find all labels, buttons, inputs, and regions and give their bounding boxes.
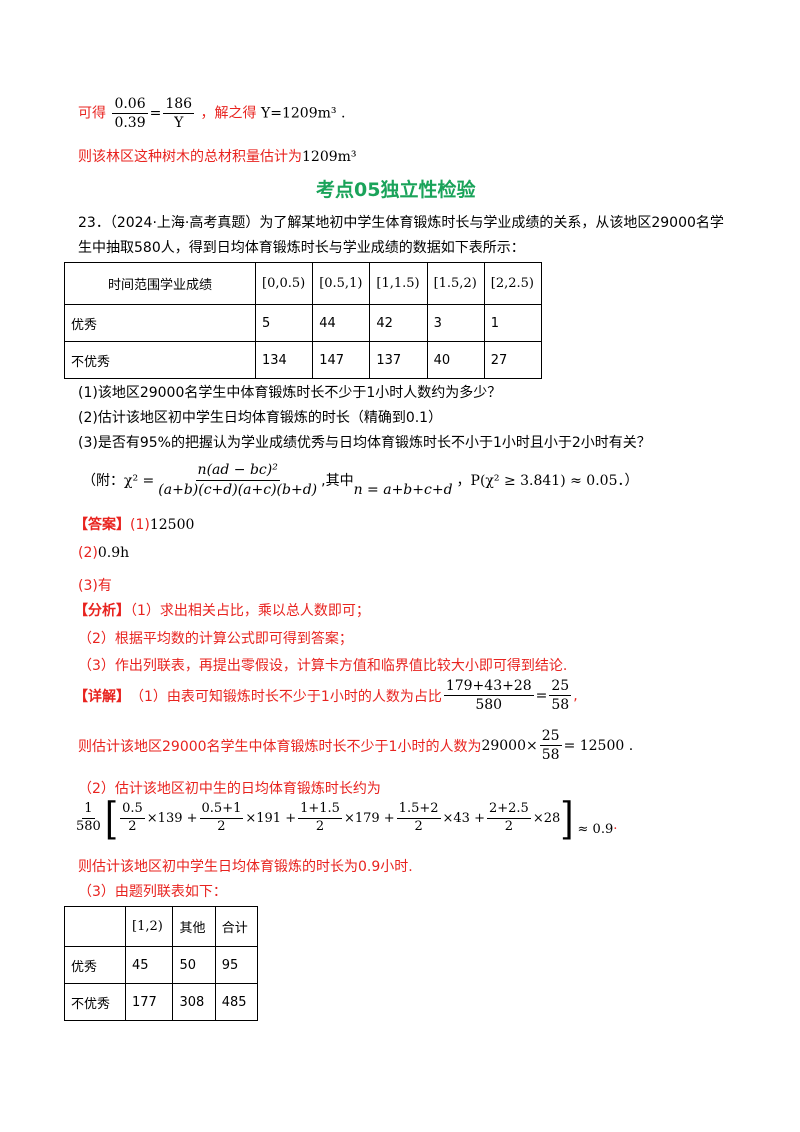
- count-fraction: 25 58: [539, 728, 562, 764]
- row-label: 优秀: [64, 946, 126, 984]
- formula-mid: ,其中: [321, 473, 354, 489]
- table-cell: 485: [214, 983, 259, 1021]
- mean-approx: ≈ 0.9: [577, 822, 614, 837]
- answer-line-1: 【答案】(1)12500: [74, 517, 195, 533]
- analysis-label: 【分析】: [74, 603, 130, 619]
- table-cell: 50: [172, 946, 216, 984]
- intro-line-1: 可得 0.06 0.39 = 186 Y ，解之得 Y=1209m³ .: [78, 96, 346, 132]
- section-title: 考点05独立性检验: [316, 179, 476, 201]
- question-2: (2)估计该地区初中学生日均体育锻炼的时长（精确到0.1）: [78, 410, 443, 426]
- table-header-row: [1,2) 其他 合计: [64, 906, 259, 947]
- table-header-cell: 合计: [214, 906, 259, 947]
- problem-line-1: 23．（2024·上海·高考真题）为了解某地初中学生体育锻炼时长与学业成绩的关系…: [78, 215, 724, 231]
- row-label: 不优秀: [64, 983, 126, 1021]
- table-cell: 42: [369, 304, 428, 342]
- table-cell: 147: [312, 341, 371, 379]
- table-cell: 134: [254, 341, 314, 379]
- table-cell: 44: [312, 304, 371, 342]
- table-row: 不优秀 177 308 485: [64, 983, 259, 1021]
- question-1: (1)该地区29000名学生中体育锻炼时长不少于1小时人数约为多少？: [78, 385, 502, 401]
- intro-prefix: 可得: [78, 105, 106, 122]
- table-row: 优秀 5 44 42 3 1: [64, 304, 543, 342]
- intro-fraction-a: 0.06 0.39: [112, 96, 148, 132]
- table-header-cell: [1.5,2): [426, 262, 485, 305]
- mean-lead-fraction: 1 580: [76, 801, 101, 834]
- table-row: 优秀 45 50 95: [64, 946, 259, 984]
- answer-label: 【答案】: [74, 517, 130, 533]
- table-cell: 95: [214, 946, 259, 984]
- table-header-cell: [0.5,1): [312, 262, 371, 305]
- table-header-cell: [2,2.5): [483, 262, 543, 305]
- table-header-cell: [0,0.5): [254, 262, 314, 305]
- detail-line-3: （2）估计该地区初中生的日均体育锻炼时长约为: [78, 781, 381, 797]
- intro-mid: ，解之得: [200, 105, 257, 122]
- ratio-fraction: 179+43+28 580: [443, 678, 534, 714]
- table-header-cell: [1,1.5): [369, 262, 428, 305]
- detail-line-2: 则估计该地区29000名学生中体育锻炼时长不少于1小时的人数为 29000× 2…: [78, 728, 634, 764]
- table-cell: 177: [124, 983, 174, 1021]
- contingency-table: [1,2) 其他 合计 优秀 45 50 95 不优秀 177 308 485: [64, 906, 259, 1021]
- table-cell: 45: [124, 946, 174, 984]
- table-cell: 5: [254, 304, 314, 342]
- answer-line-2: (2)0.9h: [78, 545, 130, 561]
- detail-line-5: （3）由题列联表如下：: [78, 884, 227, 900]
- detail-label: 【详解】: [74, 688, 130, 705]
- table-cell: 40: [426, 341, 485, 379]
- data-table: 时间范围学业成绩 [0,0.5) [0.5,1) [1,1.5) [1.5,2)…: [64, 262, 543, 379]
- question-3: (3)是否有95%的把握认为学业成绩优秀与日均体育锻炼时长不小于1小时且小于2小…: [78, 435, 651, 451]
- n-definition: n = a+b+c+d: [353, 482, 453, 498]
- prob-statement: ，P(χ² ≥ 3.841) ≈ 0.05．）: [456, 473, 639, 489]
- intro-fraction-b: 186 Y: [163, 96, 195, 132]
- formula-line: （附：χ² = n(ad − bc)² (a+b)(c+d)(a+c)(b+d)…: [82, 462, 638, 498]
- chi-square-fraction: n(ad − bc)² (a+b)(c+d)(a+c)(b+d): [158, 462, 318, 498]
- row-label: 优秀: [64, 304, 256, 342]
- intro-result: Y=1209m³ .: [261, 105, 346, 122]
- table-cell: 308: [172, 983, 216, 1021]
- table-row: 不优秀 134 147 137 40 27: [64, 341, 543, 379]
- detail-line-4: 则估计该地区初中学生日均体育锻炼的时长为0.9小时.: [78, 859, 413, 875]
- table-cell: 1: [483, 304, 543, 342]
- answer-line-3: (3)有: [78, 578, 112, 594]
- answer-1: 12500: [149, 517, 195, 533]
- table-header-cell: 时间范围学业成绩: [64, 262, 256, 305]
- intro-line-2: 则该林区这种树木的总材积量估计为1209m³: [78, 149, 357, 165]
- table-cell: 27: [483, 341, 543, 379]
- formula-prefix: （附：χ² =: [82, 473, 155, 489]
- answer-2: 0.9h: [97, 545, 130, 561]
- detail-line-1: 【详解】 （1）由表可知锻炼时长不少于1小时的人数为占比 179+43+28 5…: [74, 678, 578, 714]
- table-header-row: 时间范围学业成绩 [0,0.5) [0.5,1) [1,1.5) [1.5,2)…: [64, 262, 543, 305]
- analysis-line-2: （2）根据平均数的计算公式即可得到答案；: [78, 631, 353, 647]
- analysis-line-3: （3）作出列联表，再提出零假设，计算卡方值和临界值比较大小即可得到结论.: [78, 658, 568, 674]
- table-header-cell: [1,2): [124, 906, 174, 947]
- table-cell: 137: [369, 341, 428, 379]
- ratio-fraction-simplified: 25 58: [549, 678, 572, 714]
- analysis-line-1: 【分析】（1）求出相关占比，乘以总人数即可；: [74, 603, 370, 619]
- table-header-cell: 其他: [172, 906, 216, 947]
- row-label: 不优秀: [64, 341, 256, 379]
- problem-line-2: 生中抽取580人，得到日均体育锻炼时长与学业成绩的数据如下表所示：: [78, 240, 525, 256]
- table-header-cell: [64, 906, 126, 947]
- answer-3: 有: [97, 578, 112, 594]
- table-cell: 3: [426, 304, 485, 342]
